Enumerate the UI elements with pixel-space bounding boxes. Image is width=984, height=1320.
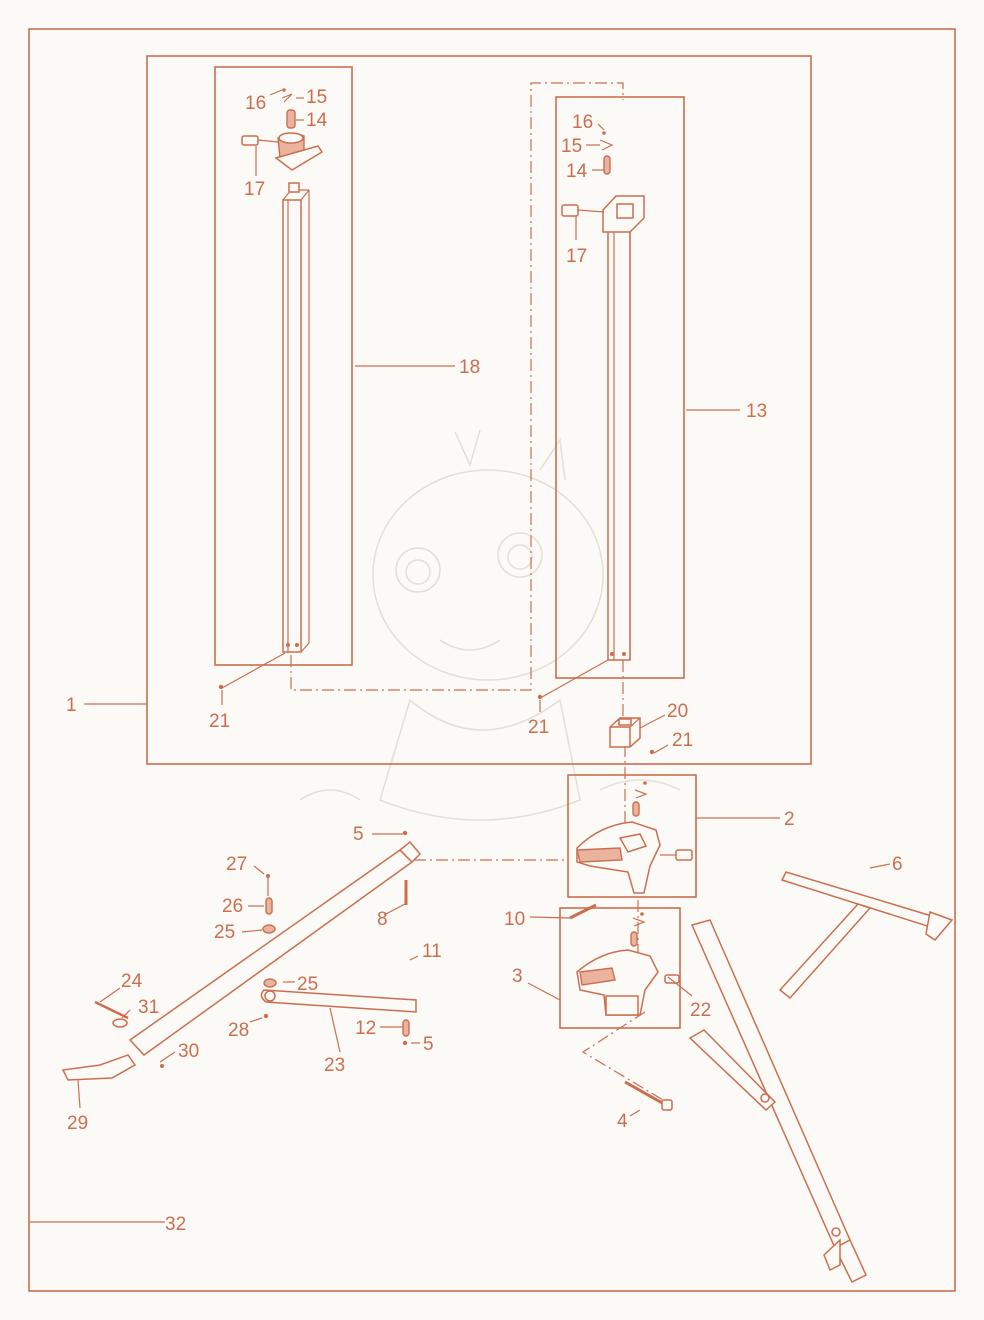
pole-box-18 [214,66,353,666]
callout-26: 26 [222,896,243,917]
callout-17-right: 17 [566,246,587,267]
callout-21-left: 21 [209,711,230,732]
callout-23: 23 [324,1055,345,1076]
callout-18: 18 [459,357,480,378]
part-20-cap [609,717,641,748]
callout-28: 28 [228,1020,249,1041]
callout-30: 30 [178,1041,199,1062]
bracket-3 [576,912,680,1016]
pin-10 [569,903,597,920]
callout-labels: 1 2 3 4 5 5 6 8 10 11 12 13 14 14 15 15 … [66,87,903,1235]
main-leg [688,919,867,1284]
callout-21-mid: 21 [528,717,549,738]
bracket-2 [576,781,693,894]
outer-border [28,28,956,1292]
callout-16-right: 16 [572,112,593,133]
callout-13: 13 [746,401,767,422]
assembly-box-1 [146,55,812,765]
callout-6: 6 [892,854,903,875]
callout-11: 11 [422,941,442,962]
callout-15-right: 15 [561,136,582,157]
callout-3: 3 [512,966,523,987]
callout-31: 31 [138,997,159,1018]
leg-6 [778,871,954,1000]
bolt-4 [624,1080,673,1111]
callout-16-left: 16 [245,93,266,114]
callout-14-left: 14 [306,110,328,131]
callout-12: 12 [355,1018,376,1039]
callout-15-left: 15 [306,87,327,108]
leader-lines [30,89,891,1223]
callout-27: 27 [226,854,247,875]
callout-22: 22 [690,1000,711,1021]
callout-29: 29 [67,1113,88,1134]
bracket-box-2 [567,774,697,898]
callout-20: 20 [667,701,688,722]
callout-14-right: 14 [566,161,588,182]
callout-21-right: 21 [672,730,693,751]
pole-13 [561,131,645,661]
callout-5-bottom: 5 [423,1034,434,1055]
callout-24: 24 [121,971,143,992]
watermark-dragon [299,429,681,821]
pole-box-13 [555,96,685,679]
pole-18 [241,88,324,653]
callout-10: 10 [504,909,525,930]
callout-5-top: 5 [353,824,364,845]
callout-1: 1 [66,695,77,716]
callout-25-left: 25 [214,922,235,943]
callout-32: 32 [165,1214,186,1235]
left-leg [61,830,422,1081]
callout-2: 2 [784,809,795,830]
callout-8: 8 [377,909,388,930]
callout-4: 4 [617,1111,628,1132]
callout-17-left: 17 [244,179,265,200]
callout-25-right: 25 [297,974,318,995]
